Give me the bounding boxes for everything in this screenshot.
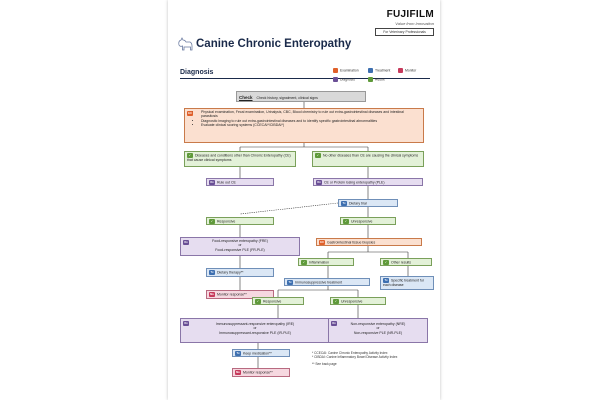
- ire-box: Dx Immunosuppressant-responsive enteropa…: [180, 318, 330, 343]
- treatment-icon: Tx: [209, 270, 215, 275]
- result-icon: ✓: [301, 260, 307, 265]
- examination-box: EX Physical examination, Fecal examinati…: [184, 108, 424, 143]
- nre-box: Dx Non-responsive enteropathy (NRE) or N…: [328, 318, 428, 343]
- treatment-icon: Tx: [383, 278, 389, 283]
- legend-treatment: Treatment: [368, 68, 390, 73]
- unresponsive-box: ✓Unresponsive: [340, 217, 396, 225]
- result-icon: ✓: [343, 219, 349, 224]
- result-icon: ✓: [187, 153, 193, 158]
- exam-item: Diagnostic imaging to rule out extra-gas…: [201, 119, 421, 123]
- legend-result: Result: [368, 77, 385, 82]
- check-box: Check Check history, signalment, clinica…: [236, 91, 366, 102]
- monitor-icon: [398, 68, 403, 73]
- footnote: * CIBDAI: Canine Inflammatory Bowel Dise…: [312, 355, 398, 360]
- treatment-icon: Tx: [341, 201, 347, 206]
- page-title: Canine Chronic Enteropathy: [196, 38, 352, 50]
- diagnosis-icon: Dx: [316, 180, 322, 185]
- legend-examination: Examination: [333, 68, 359, 73]
- legend-monitor: Monitor: [398, 68, 416, 73]
- diagnosis-icon: Dx: [183, 240, 189, 245]
- result-icon: ✓: [333, 299, 339, 304]
- treatment-icon: [368, 68, 373, 73]
- footnote: * CCECAI: Canine Chronic Enteropathy Act…: [312, 351, 388, 355]
- monitor-icon: Mo: [235, 370, 241, 375]
- inflammation-box: ✓Inflammation: [298, 258, 354, 266]
- footnote: ** See back page: [312, 362, 337, 367]
- document-page: FUJIFILM Value from Innovation For Veter…: [168, 0, 440, 400]
- result-icon: ✓: [209, 219, 215, 224]
- unresponsive-2-box: ✓Unresponsive: [330, 297, 386, 305]
- footnotes: * CCECAI: Canine Chronic Enteropathy Act…: [312, 351, 438, 367]
- exam-item: Physical examination, Fecal examination,…: [201, 110, 421, 119]
- audience-badge: For Veterinary Professionals: [375, 28, 434, 36]
- no-other-diseases-box: ✓No other diseases than CE are causing t…: [312, 151, 424, 167]
- diagnosis-icon: Dx: [209, 180, 215, 185]
- monitor-icon: Mo: [209, 292, 215, 297]
- brand-logo: FUJIFILM: [386, 9, 434, 20]
- diagnosis-icon: Dx: [183, 321, 189, 326]
- other-results-box: ✓Other results: [380, 258, 432, 266]
- responsive-2-box: ✓Responsive: [252, 297, 304, 305]
- dog-icon: [178, 37, 193, 51]
- treatment-icon: Tx: [235, 351, 241, 356]
- brand-tagline: Value from Innovation: [395, 21, 434, 26]
- examination-icon: EX: [319, 240, 325, 245]
- diagnosis-icon: Dx: [331, 321, 337, 326]
- section-divider: [180, 78, 430, 79]
- result-icon: ✓: [383, 260, 389, 265]
- fre-box: Dx Food-responsive enteropathy (FRE) or …: [180, 237, 300, 256]
- examination-icon: [333, 68, 338, 73]
- result-icon: ✓: [315, 153, 321, 158]
- exam-item: Evaluate clinical scoring systems (CCECA…: [201, 123, 421, 127]
- examination-icon: EX: [187, 111, 193, 116]
- section-heading: Diagnosis: [180, 69, 214, 76]
- result-icon: [368, 77, 373, 82]
- result-icon: ✓: [255, 299, 261, 304]
- other-diseases-box: ✓Diseases and conditions other than Chro…: [184, 151, 296, 167]
- treatment-icon: Tx: [287, 280, 293, 285]
- responsive-box: ✓Responsive: [206, 217, 274, 225]
- legend-diagnosis: Diagnosis: [333, 77, 355, 82]
- diagnosis-icon: [333, 77, 338, 82]
